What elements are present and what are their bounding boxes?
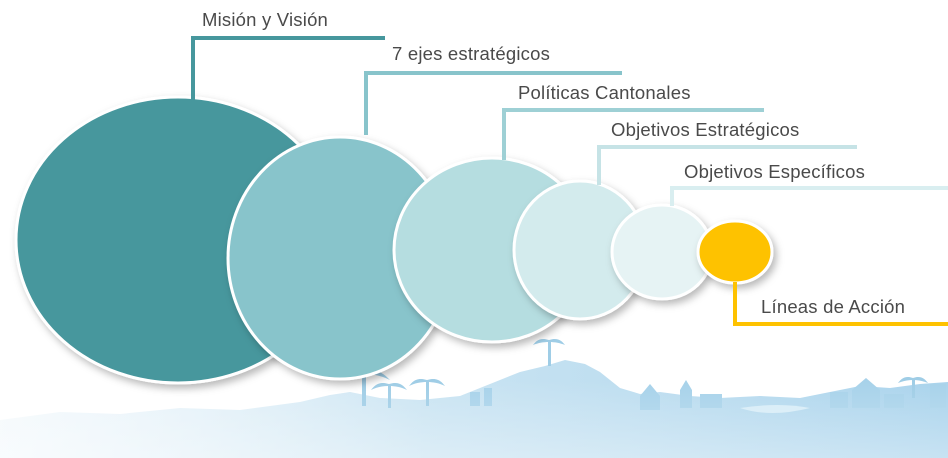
label-objetivos-estrategicos: Objetivos Estratégicos xyxy=(611,119,800,140)
connector-mision-vertical xyxy=(191,36,195,100)
connector-obj-especificos-vertical xyxy=(670,186,674,206)
label-lineas-accion: Líneas de Acción xyxy=(761,296,906,317)
connector-politicas-vertical xyxy=(502,108,506,160)
label-objetivos-especificos: Objetivos Específicos xyxy=(684,161,866,182)
connector-obj-especificos-horizontal xyxy=(670,186,948,190)
connector-lineas-vertical xyxy=(733,282,737,326)
connector-lineas-horizontal xyxy=(733,322,948,326)
label-ejes-estrategicos: 7 ejes estratégicos xyxy=(392,43,551,64)
circle-lineas-accion xyxy=(696,219,774,285)
connector-obj-estrategicos-horizontal xyxy=(597,145,857,149)
connector-mision-horizontal xyxy=(191,36,385,40)
label-politicas-cantonales: Políticas Cantonales xyxy=(518,82,691,103)
label-mision-vision: Misión y Visión xyxy=(202,9,329,30)
connector-ejes-vertical xyxy=(364,71,368,135)
connector-ejes-horizontal xyxy=(364,71,622,75)
connector-obj-estrategicos-vertical xyxy=(597,145,601,185)
connector-politicas-horizontal xyxy=(502,108,764,112)
